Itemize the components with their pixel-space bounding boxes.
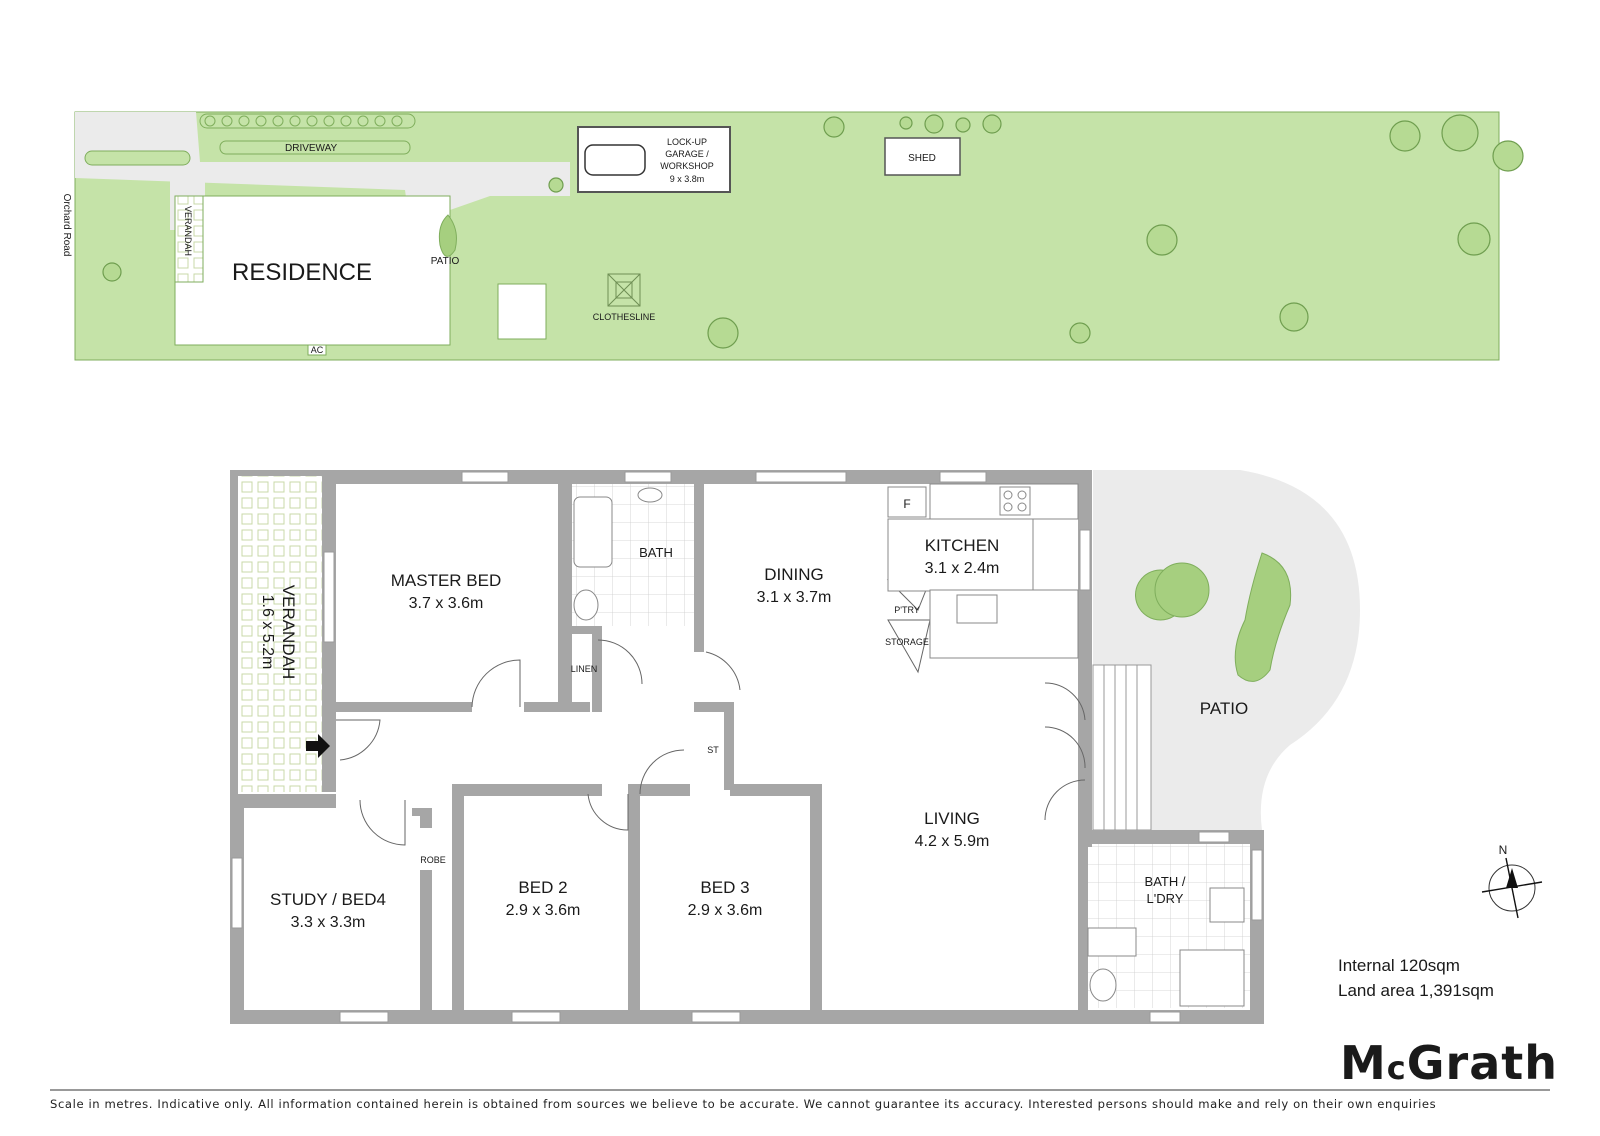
kitchen-size: 3.1 x 2.4m: [925, 560, 1000, 577]
driveway-island-left: [84, 150, 191, 166]
car-icon: [584, 144, 646, 176]
driveway-island-right: [219, 140, 411, 155]
ac-unit: [307, 344, 327, 356]
fridge-label: F: [903, 497, 910, 511]
garage-size: 9 x 3.8m: [670, 174, 705, 184]
shed: [884, 137, 961, 176]
fixtures: [573, 483, 1245, 1007]
laundry-toilet: [1089, 968, 1117, 1002]
kitchen-island: [887, 518, 1034, 592]
garage-label-2: GARAGE /: [665, 149, 709, 159]
site-plan: DRIVEWAY Orchard Road VERANDAH RESIDENCE…: [61, 111, 1524, 361]
hedge-row: [199, 113, 416, 129]
compass-ring-icon: [1488, 864, 1536, 912]
compass-north: N: [1499, 843, 1508, 857]
street-label: Orchard Road: [61, 194, 72, 257]
ac-label: AC: [311, 345, 324, 355]
dining-size: 3.1 x 3.7m: [757, 589, 832, 606]
logo-m: M: [1340, 1036, 1387, 1090]
bath-laundry-label-1: BATH /: [1145, 874, 1186, 889]
laundry-sink: [1209, 887, 1245, 923]
cooktop: [999, 486, 1031, 516]
bathtub: [573, 496, 613, 568]
bath-basin: [637, 487, 663, 503]
patio-area: [1093, 470, 1360, 830]
area-stats: Internal 120sqm Land area 1,391sqm: [1338, 953, 1494, 1003]
patio-label: PATIO: [1200, 699, 1249, 718]
verandah-size: 1.6 x 5.2m: [259, 595, 276, 670]
garage-label-1: LOCK-UP: [667, 137, 707, 147]
tree-icons: [102, 114, 1524, 349]
cooktop-burners: [1017, 490, 1027, 500]
entry-arrow-icon: [306, 734, 330, 758]
sink: [956, 594, 998, 624]
disclaimer: Scale in metres. Indicative only. All in…: [50, 1097, 1437, 1111]
site-patio-label: PATIO: [431, 256, 460, 267]
master-bed-size: 3.7 x 3.6m: [409, 595, 484, 612]
site-verandah-label: VERANDAH: [183, 206, 193, 256]
linen-label: LINEN: [571, 664, 598, 674]
bath-label: BATH: [639, 545, 673, 560]
patio-garden-bed-2: [1234, 552, 1292, 682]
patio-garden-bed-1: [1154, 562, 1210, 618]
robe-label: ROBE: [420, 855, 446, 865]
master-bed-label: MASTER BED: [391, 571, 502, 590]
bed2-size: 2.9 x 3.6m: [506, 902, 581, 919]
brand-logo: McGrath: [1340, 1036, 1558, 1090]
clothesline-label: CLOTHESLINE: [593, 312, 656, 322]
bath-laundry-label-2: L'DRY: [1147, 891, 1184, 906]
site-slab: [497, 283, 547, 340]
compass-pointer-icon: [1506, 868, 1518, 888]
residence-footprint: [174, 195, 451, 346]
logo-rest: Grath: [1406, 1036, 1558, 1090]
windows: [231, 471, 1263, 1023]
living-label: LIVING: [924, 809, 980, 828]
cooktop-burners: [1003, 502, 1013, 512]
storage-label: STORAGE: [885, 637, 929, 647]
verandah-label: VERANDAH: [279, 585, 298, 679]
patio-deck-boards: [1092, 664, 1152, 831]
garage-label-3: WORKSHOP: [660, 161, 714, 171]
study-size: 3.3 x 3.3m: [291, 914, 366, 931]
clothesline-icon: [607, 273, 641, 307]
study-label: STUDY / BED4: [270, 890, 386, 909]
internal-area: Internal 120sqm: [1338, 956, 1460, 975]
site-garden-bed: [438, 214, 457, 257]
floor-plan: VERANDAH 1.6 x 5.2m MASTER BED 3.7 x 3.6…: [230, 470, 1360, 1024]
land-area: Land area 1,391sqm: [1338, 981, 1494, 1000]
bath-toilet: [573, 589, 599, 621]
bed2-label: BED 2: [518, 878, 567, 897]
dining-label: DINING: [764, 565, 824, 584]
kitchen-bench-lower: [929, 589, 1079, 659]
living-size: 4.2 x 5.9m: [915, 833, 990, 850]
shed-label: SHED: [908, 153, 936, 164]
logo-c: c: [1386, 1049, 1407, 1087]
verandah-deck: [234, 472, 322, 792]
laundry-shower: [1179, 949, 1245, 1007]
bed3-label: BED 3: [700, 878, 749, 897]
residence-label: RESIDENCE: [232, 259, 372, 286]
laundry-bench: [1087, 927, 1137, 957]
site-verandah: [174, 195, 204, 283]
fridge-box: [887, 486, 927, 518]
pantry-label: P'TRY: [894, 605, 920, 615]
bed3-size: 2.9 x 3.6m: [688, 902, 763, 919]
store-label: ST: [707, 745, 719, 755]
clothesline-cross: [607, 273, 641, 307]
cooktop-burners: [1003, 490, 1013, 500]
driveway-label: DRIVEWAY: [285, 143, 338, 154]
cooktop-burners: [1017, 502, 1027, 512]
compass: N: [1481, 843, 1543, 919]
kitchen-label: KITCHEN: [925, 536, 1000, 555]
